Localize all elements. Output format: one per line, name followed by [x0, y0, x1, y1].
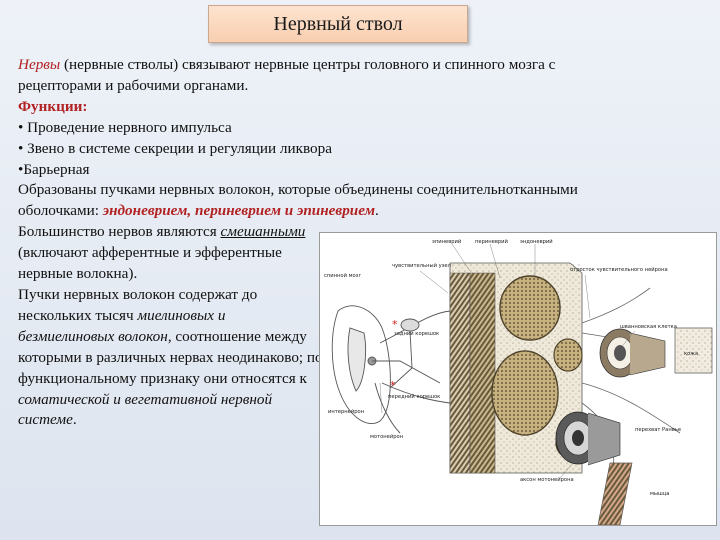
- sheath-terms: эндоневрием, периневрием и эпиневрием: [102, 202, 375, 220]
- term-myelin: миелиновых и безмиелиновых волокон: [18, 306, 226, 345]
- function-item-2: • Звено в системе секреции и регуляции л…: [18, 139, 332, 157]
- paragraph-fibers: Пучки нервных волокон содержат до нескол…: [18, 285, 323, 431]
- slide-title-text: Нервный ствол: [273, 12, 403, 35]
- term-nerves: Нервы: [18, 56, 61, 73]
- mixed-end: (включают афферентные и эфферентные нерв…: [18, 244, 282, 283]
- skin-block: [674, 327, 713, 374]
- label-endoneurium: эндоневрий: [520, 238, 553, 245]
- fibers-text: Пучки нервных волокон содержат до нескол…: [18, 285, 258, 324]
- muscle-strip: [597, 462, 633, 525]
- label-axon-motoneuron: аксон мотонейрона: [520, 476, 574, 483]
- slide-title: Нервный ствол: [208, 5, 468, 43]
- label-interneuron: интернейрон: [328, 408, 364, 415]
- slide-content: Нервы (нервные стволы) связывают нервные…: [18, 55, 618, 431]
- label-sensory-node: чувствительный узел: [392, 262, 451, 269]
- label-skin: кожа: [684, 351, 698, 357]
- label-epineurium: эпиневрий: [432, 238, 461, 245]
- term-mixed: смешанными: [220, 223, 306, 241]
- label-spinal-cord: спинной мозг: [324, 272, 361, 279]
- term-somatic: соматической и вегетативной нервной сист…: [18, 390, 273, 429]
- marker-star-lower: *: [390, 379, 396, 392]
- structure-end: .: [375, 202, 379, 220]
- label-axon-sensory: отросток чувствительного нейрона: [570, 266, 668, 273]
- function-item-3: •Барьерная: [18, 160, 90, 178]
- label-ranvier: перехват Ранвье: [635, 427, 681, 433]
- spinal-cord-sketch: [331, 305, 471, 434]
- marker-star-upper: *: [392, 318, 398, 331]
- fibers-mid: , соотношение между которыми в различных…: [18, 327, 323, 387]
- label-ventral-root: передний корешок: [388, 393, 440, 400]
- paragraph-structure: Образованы пучками нервных волокон, кото…: [18, 180, 618, 222]
- fibers-end: .: [72, 411, 77, 429]
- function-item-1: • Проведение нервного импульса: [18, 118, 232, 136]
- mixed-text: Большинство нервов являются: [18, 223, 221, 241]
- label-schwann: шванновская клетка: [620, 324, 677, 330]
- nerve-trunk-diagram: эпиневрий периневрий эндоневрий спинной …: [324, 238, 713, 525]
- myelin-fiber-upper: [599, 328, 666, 378]
- paragraph-mixed: Большинство нервов являются смешанными (…: [18, 222, 323, 285]
- leader-lines: [379, 243, 636, 479]
- label-motoneuron: мотонейрон: [370, 433, 403, 440]
- label-perineurium: периневрий: [475, 238, 508, 245]
- functions-heading: Функции:: [18, 97, 88, 115]
- nerve-trunk-figure: эпиневрий периневрий эндоневрий спинной …: [319, 232, 717, 526]
- myelin-fiber-lower: [555, 411, 621, 466]
- label-dorsal-root: задний корешок: [394, 330, 439, 337]
- structure-text: Образованы пучками нервных волокон, кото…: [18, 181, 578, 220]
- nerves-definition: (нервные стволы) связывают нервные центр…: [18, 56, 556, 94]
- paragraph-nerves: Нервы (нервные стволы) связывают нервные…: [18, 55, 618, 97]
- label-muscle: мышца: [650, 491, 669, 497]
